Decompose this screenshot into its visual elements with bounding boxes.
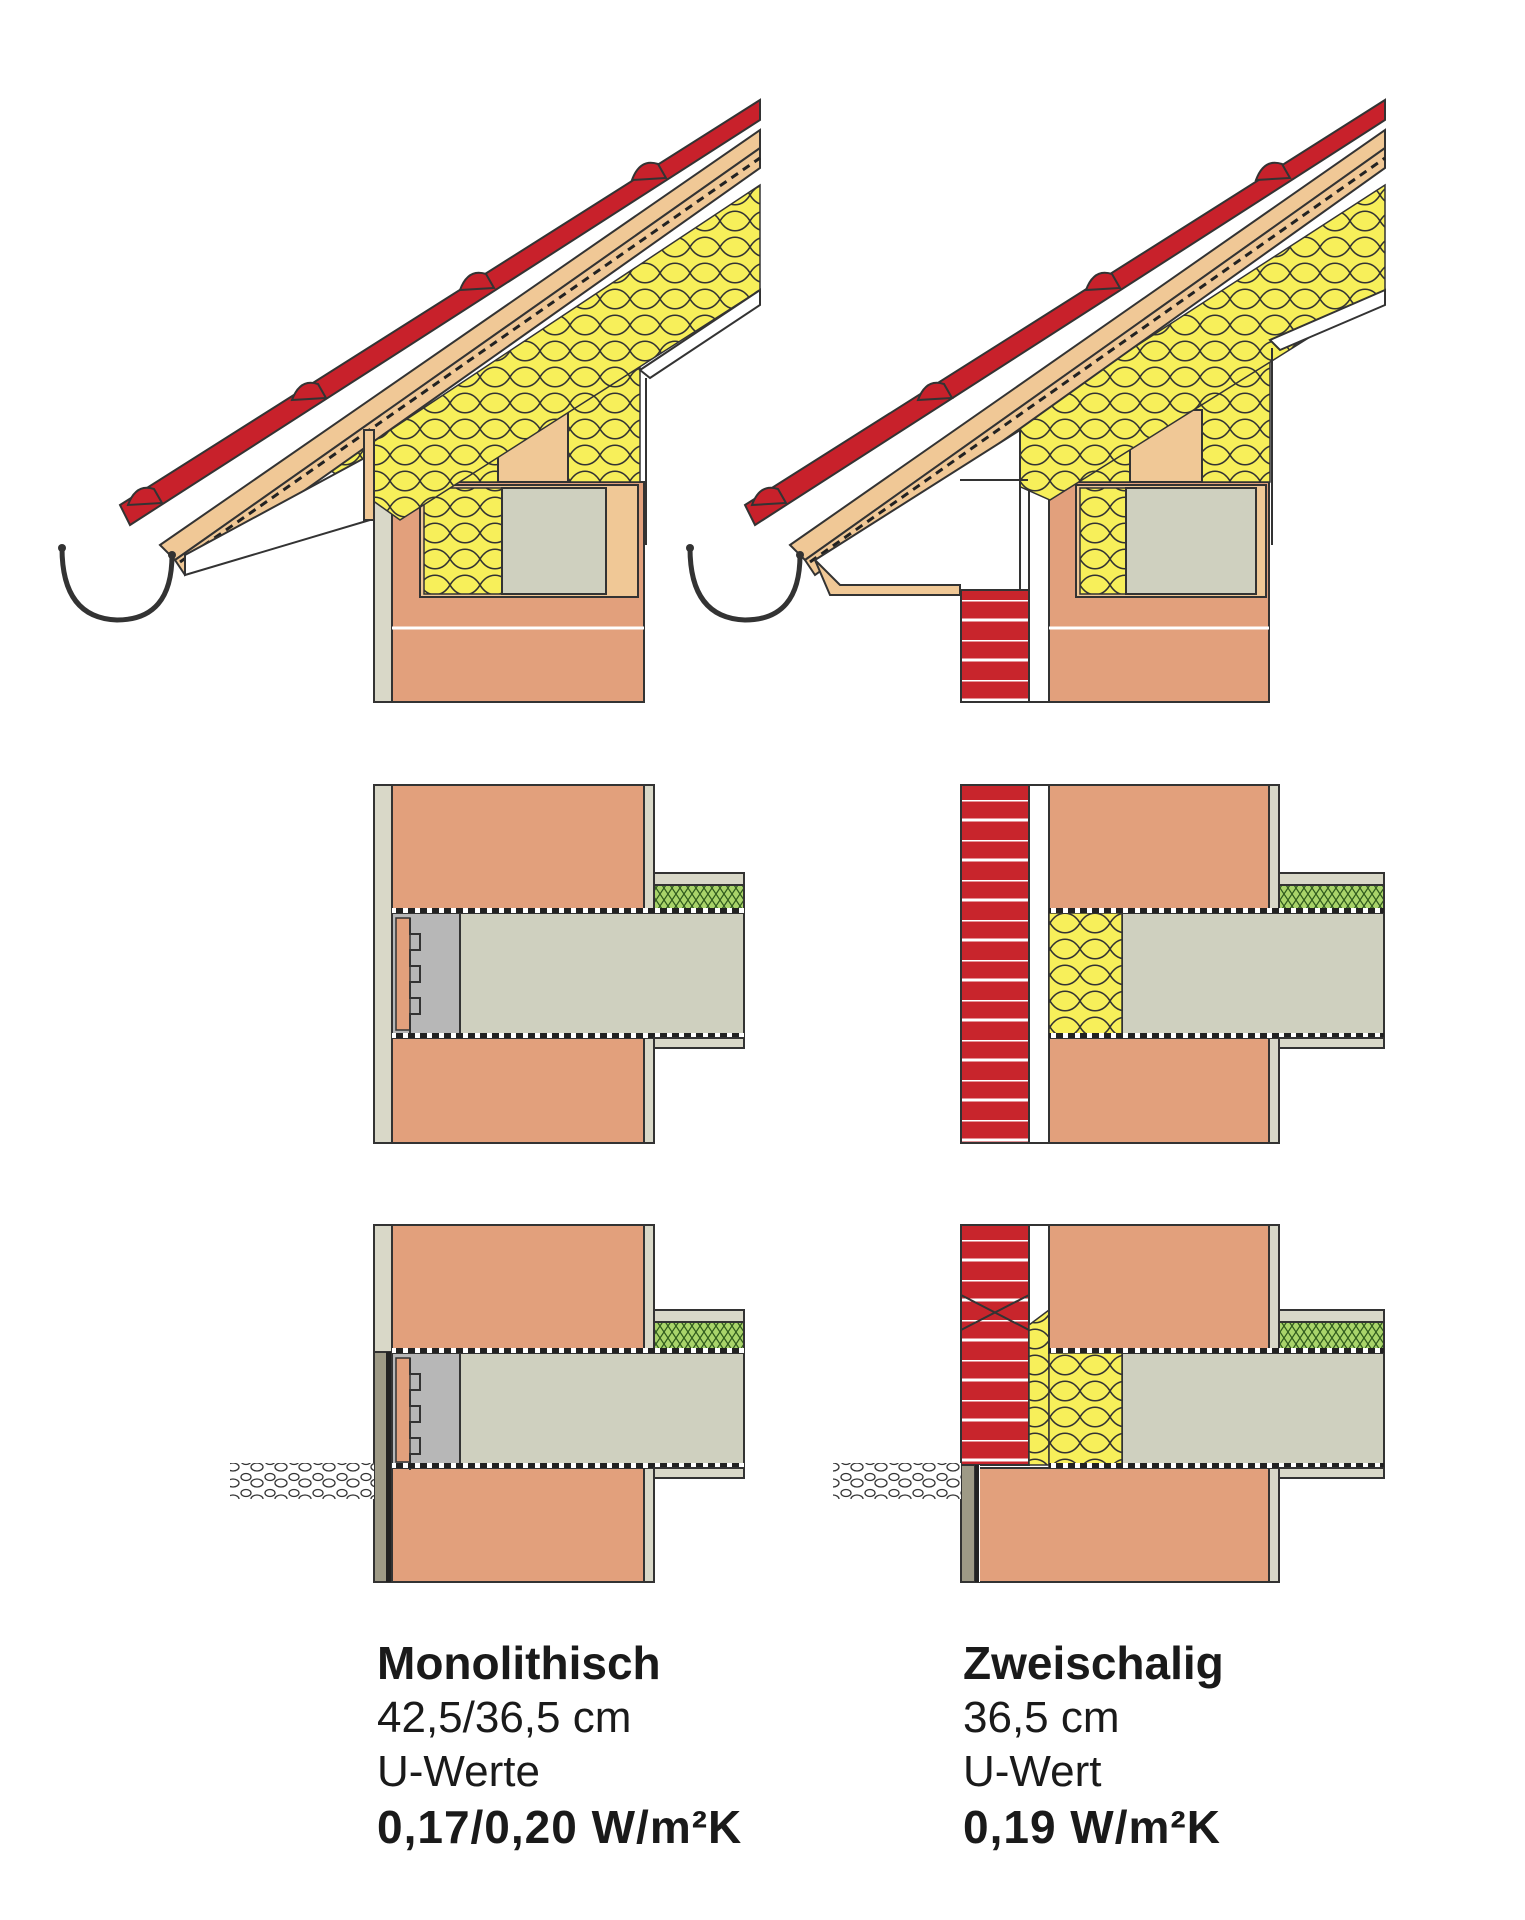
caption-u-label: U-Werte (377, 1747, 540, 1796)
caption-u-value: 0,19 W/m²K (963, 1801, 1221, 1853)
base-detail-monolithic (230, 1224, 745, 1583)
caption-u-value: 0,17/0,20 W/m²K (377, 1801, 743, 1853)
floor-slab-detail-monolithic (373, 784, 745, 1144)
caption-u-label: U-Wert (963, 1747, 1102, 1796)
caption-monolithic: Monolithisch 42,5/36,5 cm U-Werte 0,17/0… (377, 1640, 742, 1850)
caption-title: Zweischalig (963, 1637, 1224, 1689)
caption-dimension: 36,5 cm (963, 1693, 1120, 1742)
caption-title: Monolithisch (377, 1637, 661, 1689)
eaves-detail-monolithic (58, 98, 761, 703)
eaves-detail-double-shell (686, 98, 1386, 703)
gutter-icon (59, 547, 175, 623)
base-detail-double-shell (833, 1224, 1385, 1583)
caption-dimension: 42,5/36,5 cm (377, 1693, 632, 1742)
gutter-icon (687, 547, 803, 623)
caption-double-shell: Zweischalig 36,5 cm U-Wert 0,19 W/m²K (963, 1640, 1224, 1850)
floor-slab-detail-double-shell (960, 784, 1385, 1144)
